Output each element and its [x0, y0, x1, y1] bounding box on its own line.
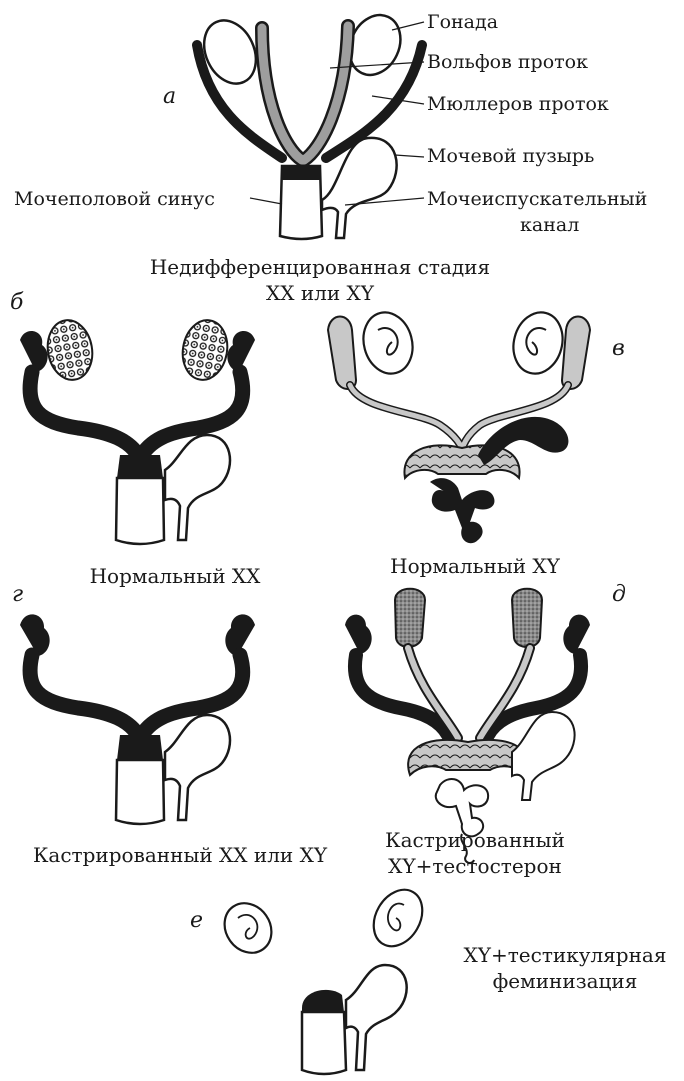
panel-d-fimbria-right [563, 615, 590, 654]
panel-b-diagram [20, 317, 255, 544]
panel-v-diagram [328, 307, 590, 543]
label-urogenital-sinus: Мочеполовой синус [14, 188, 215, 210]
panel-a-letter: а [163, 84, 176, 109]
panel-d-epididymis-left [395, 589, 425, 647]
panel-g-diagram [20, 614, 255, 824]
panel-v-epididymis-right [562, 317, 590, 390]
panel-v-letter: в [612, 336, 625, 361]
panel-b-ovary-right [178, 317, 232, 384]
panel-b-vagina [116, 478, 164, 544]
panel-e-caption-line1: XY+тестикулярная [450, 942, 680, 968]
panel-a-caption-line2: XX или XY [110, 280, 530, 306]
label-urethra-line1: Мочеиспускательный [427, 188, 647, 210]
panel-e-vagina-remnant [302, 990, 344, 1012]
panel-g-bladder [165, 715, 230, 820]
panel-g-vagina [116, 760, 164, 824]
label-gonad: Гонада [427, 11, 498, 33]
panel-v-testis-left [357, 307, 419, 379]
panel-v-testis-right [507, 307, 569, 379]
panel-d-prostate [408, 740, 528, 775]
panel-v-epididymis-left [328, 317, 356, 390]
panel-e-diagram [215, 881, 432, 1074]
panel-e-testis-left [215, 894, 281, 962]
panel-v-prostate [404, 445, 519, 478]
panel-e-letter: е [190, 908, 203, 933]
panel-d-epididymis-right [512, 589, 542, 647]
panel-e-vagina [302, 1012, 346, 1074]
panel-d-caption-line2: XY+тестостерон [370, 853, 580, 879]
panel-e-caption-line2: феминизация [450, 968, 680, 994]
label-wolffian-duct: Вольфов проток [427, 51, 588, 73]
panel-e-testis-right [364, 881, 432, 955]
panel-b-caption: Нормальный XX [50, 563, 300, 589]
panel-g-uterus [117, 735, 163, 760]
panel-b-uterus [117, 455, 163, 478]
panel-d-fimbria-left [345, 615, 372, 654]
panel-a-diagram [194, 7, 424, 239]
panel-d-bladder [512, 712, 575, 800]
panel-d-diagram [345, 589, 590, 863]
panel-d-letter: д [612, 582, 626, 607]
panel-b-ovary-left [43, 317, 97, 384]
label-mullerian-duct: Мюллеров проток [427, 93, 609, 115]
panel-v-urethra [430, 478, 494, 543]
label-bladder: Мочевой пузырь [427, 145, 594, 167]
label-urethra-line2: канал [520, 214, 579, 236]
panel-v-caption: Нормальный XY [360, 553, 590, 579]
panel-b-letter: б [10, 290, 23, 315]
panel-g-letter: г [12, 582, 23, 607]
panel-b-bladder [165, 435, 230, 540]
panel-g-caption: Кастрированный XX или XY [0, 842, 360, 868]
panel-e-bladder [346, 965, 407, 1070]
panel-d-caption-line1: Кастрированный [370, 827, 580, 853]
panel-a-caption-line1: Недифференцированная стадия [110, 254, 530, 280]
